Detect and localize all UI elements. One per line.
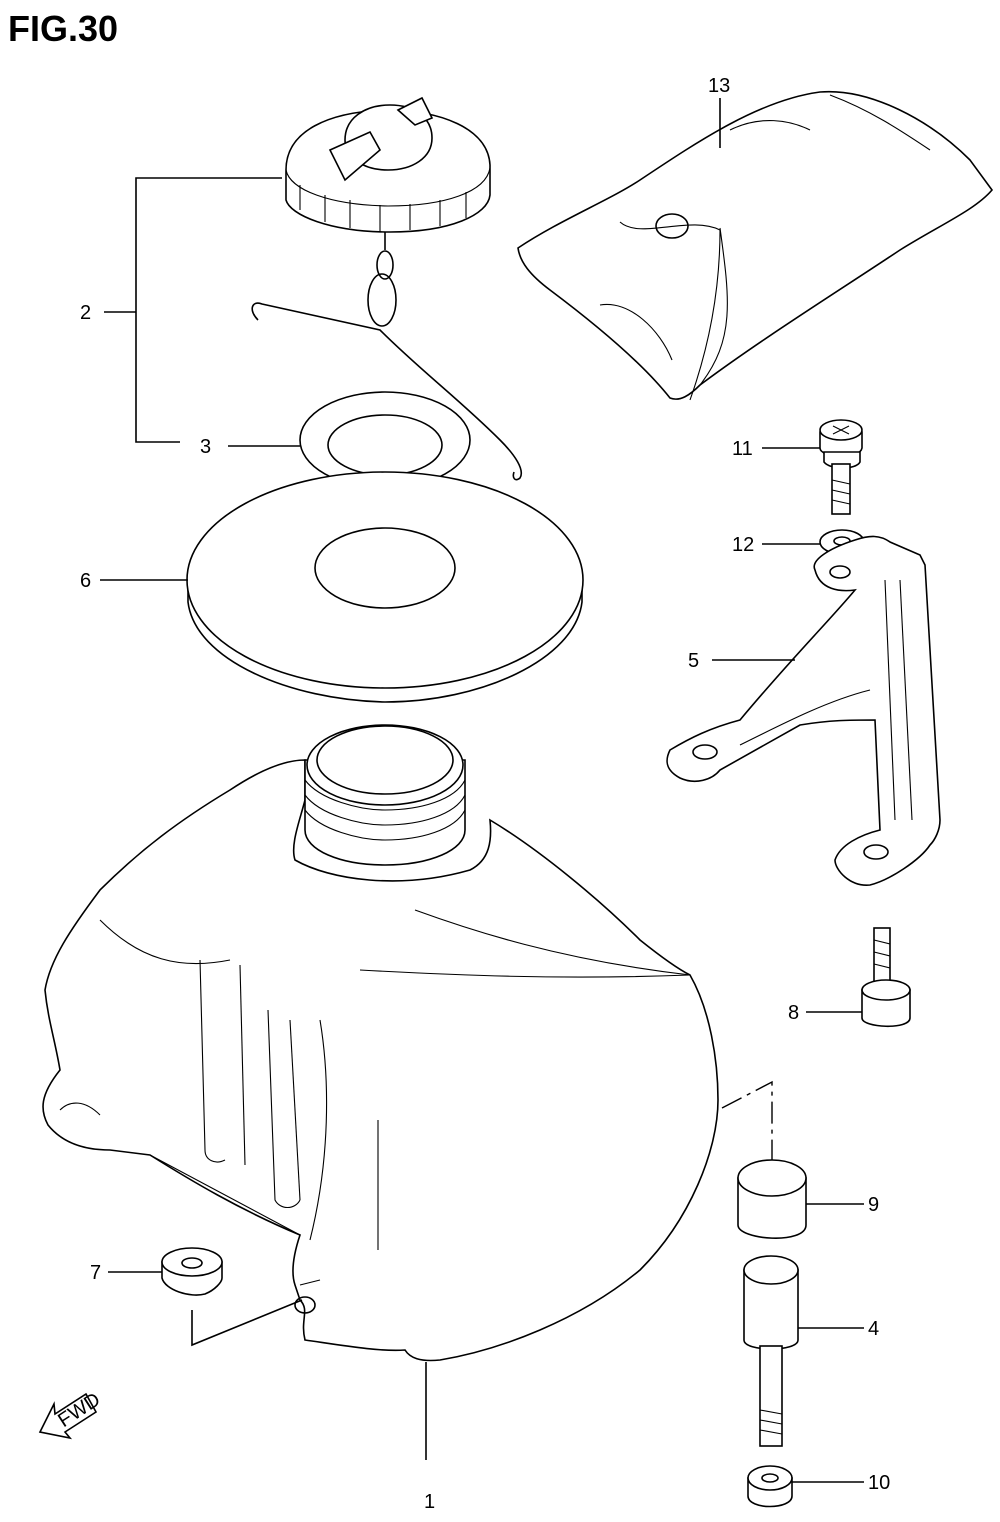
callout-9: 9 (868, 1194, 879, 1216)
callout-11: 11 (732, 438, 753, 460)
part-13-tank-cover (517, 90, 994, 401)
part-9-cushion (737, 1159, 807, 1239)
alignment-line-grommet (191, 1299, 303, 1347)
part-4-collar-stud (743, 1255, 799, 1447)
callout-12: 12 (732, 534, 754, 556)
callout-2: 2 (80, 302, 91, 324)
callout-3: 3 (200, 436, 211, 458)
part-10-nut (747, 1465, 793, 1508)
leader-lines (100, 98, 864, 1483)
figure-title: FIG.30 (8, 8, 119, 49)
callout-7: 7 (90, 1262, 101, 1284)
part-6-foam-seal (186, 471, 584, 703)
part-1-fuel-tank (42, 724, 719, 1362)
part-2-fuel-cap (285, 96, 491, 327)
callout-13: 13 (708, 75, 730, 97)
part-11-bolt (819, 419, 863, 515)
part-3-cap-gasket (299, 391, 471, 489)
part-8-bolt (861, 927, 911, 1028)
fwd-arrow-label: FWD (54, 1389, 104, 1432)
part-5-bracket (666, 535, 941, 886)
callout-6: 6 (80, 570, 91, 592)
fwd-arrow-icon (38, 1392, 98, 1440)
callout-5: 5 (688, 650, 699, 672)
callout-10: 10 (868, 1472, 890, 1494)
callout-1: 1 (424, 1491, 435, 1513)
cap-tether-wire (251, 302, 522, 481)
callout-4: 4 (868, 1318, 879, 1340)
alignment-line-tank-to-cushion (721, 1080, 773, 1160)
forward-direction-indicator: FWD (38, 1389, 104, 1440)
part-7-grommet (161, 1247, 223, 1296)
callout-labels: 1 2 3 4 5 6 7 8 9 10 11 12 13 (80, 75, 890, 1513)
callout-8: 8 (788, 1002, 799, 1024)
